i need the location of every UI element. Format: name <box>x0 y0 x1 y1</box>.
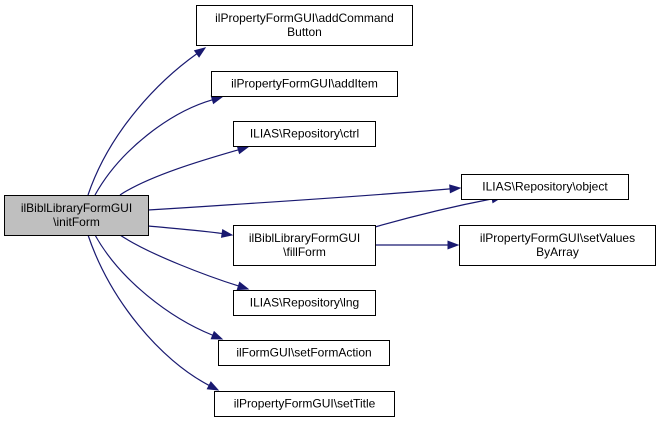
node-box <box>218 340 390 366</box>
node-label-line: ilPropertyFormGUI\setTitle <box>234 397 376 411</box>
node-object[interactable]: ILIAS\Repository\object <box>461 174 629 200</box>
edge-line <box>94 234 213 336</box>
node-box <box>459 225 656 266</box>
node-root[interactable]: ilBiblLibraryFormGUI\initForm <box>4 195 149 236</box>
arrowhead-icon <box>236 281 250 291</box>
arrowhead-icon <box>193 47 207 58</box>
edge-line <box>87 234 210 386</box>
node-label-line: ByArray <box>536 245 579 259</box>
node-setTitle[interactable]: ilPropertyFormGUI\setTitle <box>214 391 395 417</box>
node-label-line: ilPropertyFormGUI\addItem <box>231 77 378 91</box>
node-box <box>233 225 376 266</box>
node-box <box>461 174 629 200</box>
node-label-line: \initForm <box>53 215 100 229</box>
edge-root-object <box>147 184 462 211</box>
edge-line <box>94 99 213 196</box>
node-label-line: ilPropertyFormGUI\setValues <box>480 231 635 245</box>
nodes-layer: ilBiblLibraryFormGUI\initFormilPropertyF… <box>4 5 656 417</box>
node-box <box>196 5 413 46</box>
node-fillForm[interactable]: ilBiblLibraryFormGUI\fillForm <box>233 225 376 266</box>
arrowhead-icon <box>449 184 462 194</box>
arrowhead-icon <box>210 95 224 105</box>
edge-root-setFormAction <box>94 234 224 340</box>
node-label-line: ILIAS\Repository\lng <box>250 296 359 310</box>
edge-root-lng <box>119 234 250 291</box>
node-box <box>233 121 376 147</box>
arrowhead-icon <box>206 381 220 391</box>
edge-fillForm-setValuesByArray <box>375 240 460 250</box>
arrowhead-icon <box>220 228 234 238</box>
node-label-line: \fillForm <box>283 245 326 259</box>
edges-layer <box>87 47 504 391</box>
node-lng[interactable]: ILIAS\Repository\lng <box>233 290 376 316</box>
node-label-line: Button <box>287 25 322 39</box>
edge-line <box>119 149 239 196</box>
arrowhead-icon <box>236 145 250 155</box>
edge-line <box>147 188 451 211</box>
node-ctrl[interactable]: ILIAS\Repository\ctrl <box>233 121 376 147</box>
node-box <box>211 71 398 97</box>
node-label-line: ilBiblLibraryFormGUI <box>249 231 360 245</box>
node-label-line: ilPropertyFormGUI\addCommand <box>215 11 394 25</box>
edge-line <box>119 234 239 287</box>
node-setFormAction[interactable]: ilFormGUI\setFormAction <box>218 340 390 366</box>
node-label-line: ilBiblLibraryFormGUI <box>21 201 132 215</box>
node-box <box>233 290 376 316</box>
edge-line <box>87 53 198 196</box>
node-label-line: ILIAS\Repository\ctrl <box>250 127 359 141</box>
arrowhead-icon <box>447 240 460 250</box>
edge-root-setTitle <box>87 234 220 391</box>
edge-line <box>374 198 493 228</box>
node-label-line: ilFormGUI\setFormAction <box>236 346 371 360</box>
edge-root-fillForm <box>147 225 234 238</box>
edge-root-addItem <box>94 95 224 196</box>
node-label-line: ILIAS\Repository\object <box>482 180 608 194</box>
edge-root-ctrl <box>119 145 250 196</box>
node-box <box>214 391 395 417</box>
arrowhead-icon <box>210 330 224 340</box>
node-box <box>4 195 149 236</box>
node-addItem[interactable]: ilPropertyFormGUI\addItem <box>211 71 398 97</box>
edge-line <box>147 225 223 235</box>
edge-root-addCommandButton <box>87 47 207 196</box>
